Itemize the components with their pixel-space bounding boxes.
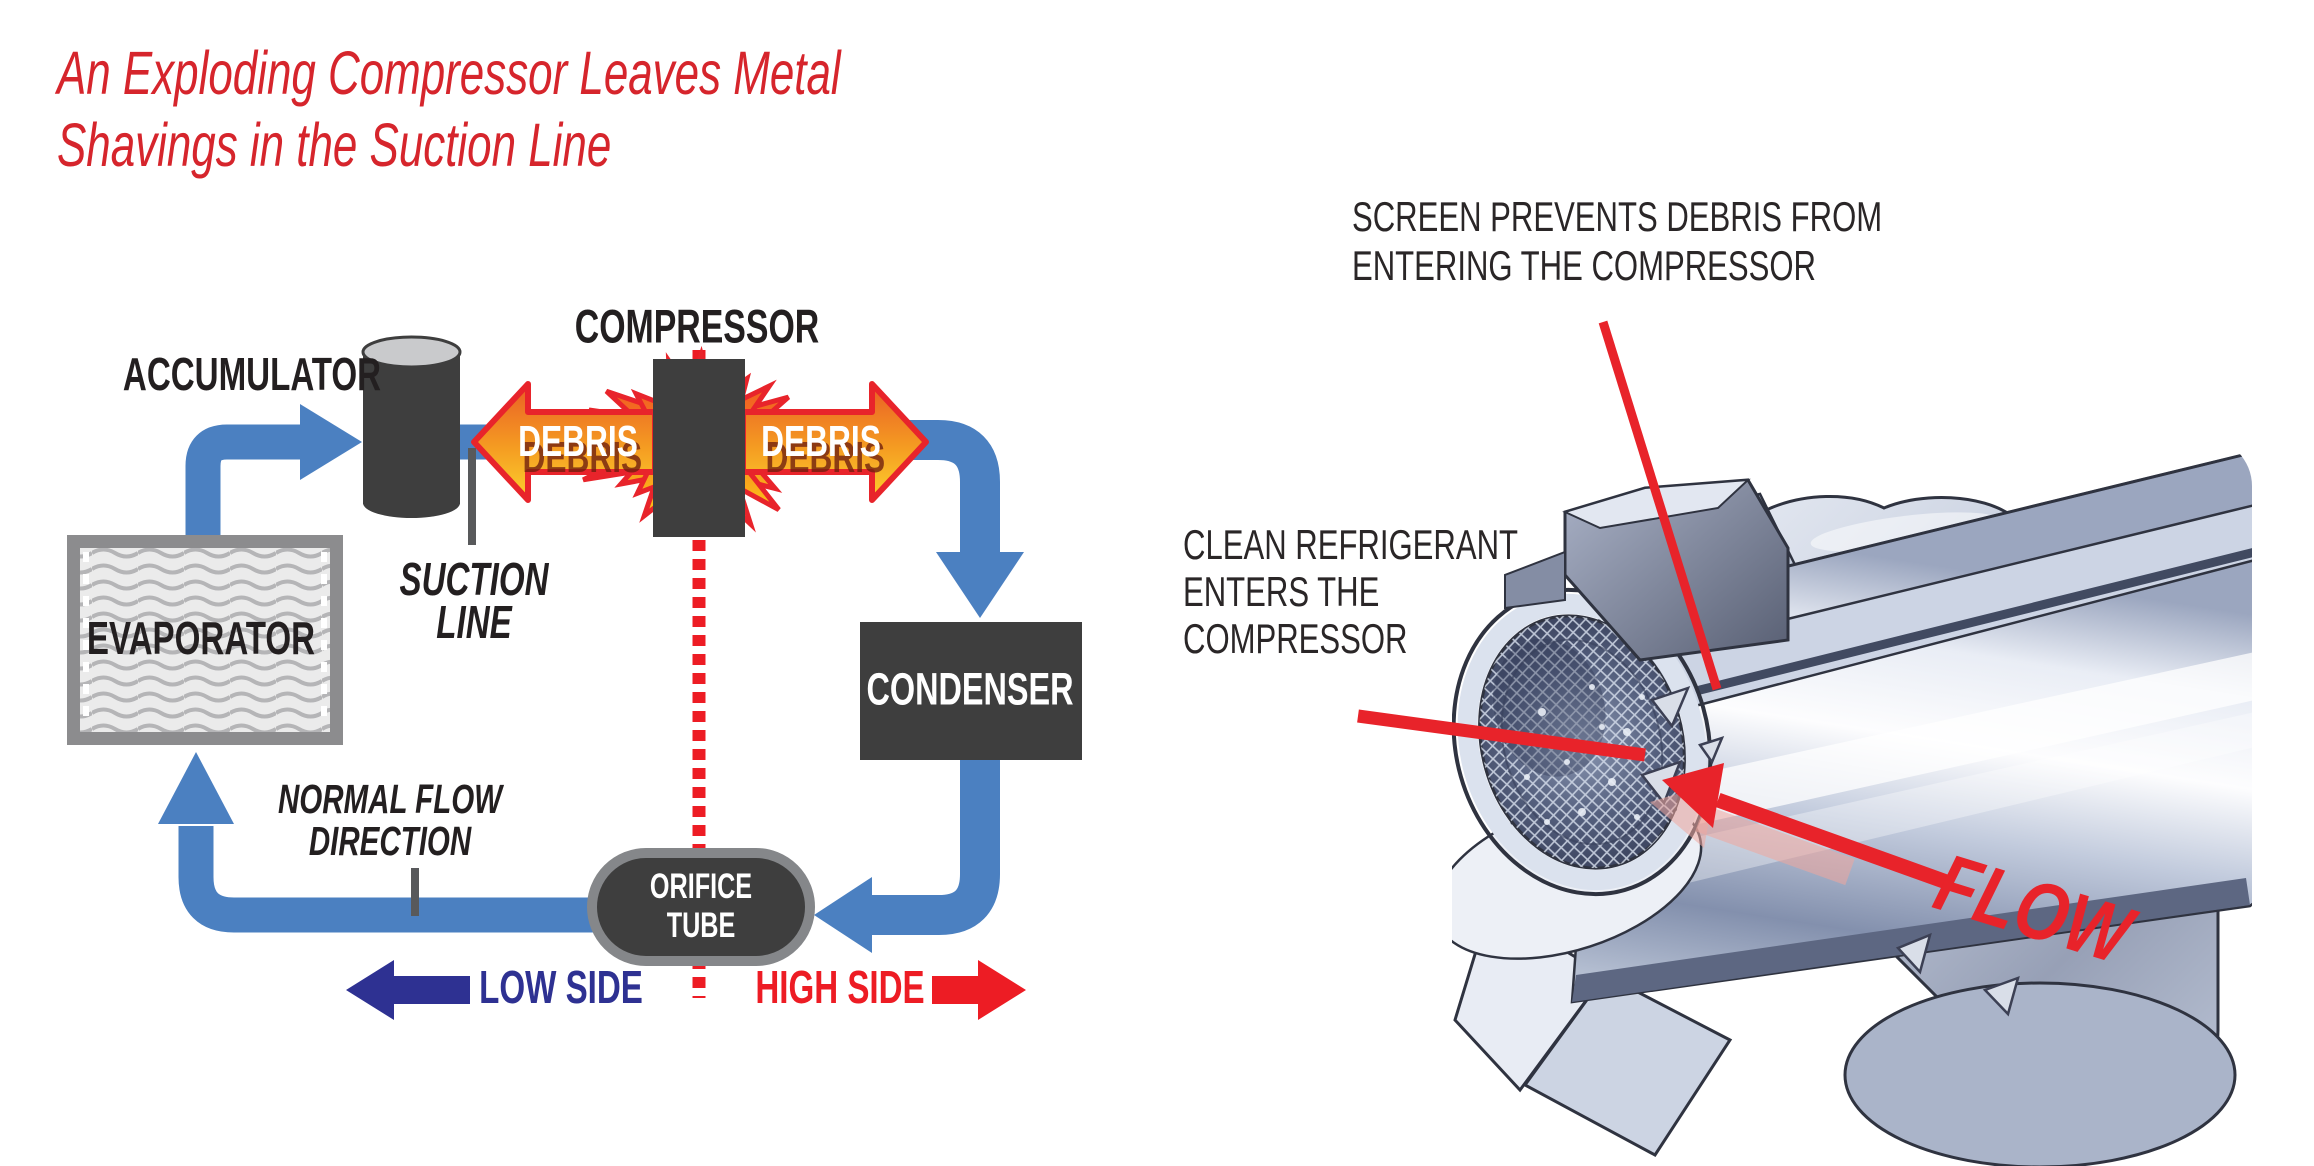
flow-arrow-icon — [1650, 763, 1955, 892]
arrow-into-condenser — [936, 552, 1024, 618]
screen-note-leader-line — [1598, 320, 1722, 691]
diagram-title: An Exploding Compressor Leaves Metal Sha… — [57, 39, 841, 179]
compressor-screen-illustration — [1452, 450, 2252, 1166]
pipe-arrowheads — [158, 404, 1024, 953]
screen-annotation: SCREEN PREVENTS DEBRIS FROM ENTERING THE… — [1352, 193, 1883, 290]
condenser-label: CONDENSER — [866, 663, 1074, 715]
evaporator-box — [67, 535, 343, 745]
normal-flow-direction-label: NORMAL FLOW DIRECTION — [277, 776, 503, 864]
orifice-tube-label: ORIFICE TUBE — [649, 866, 753, 945]
debris-right-label: DEBRIS — [761, 417, 881, 467]
low-side-arrow-icon — [346, 960, 470, 1020]
mesh-speckles — [1509, 684, 1645, 825]
clean-refrigerant-annotation: CLEAN REFRIGERANT ENTERS THE COMPRESSOR — [1183, 521, 1519, 663]
suction-line-label: SUCTION LINE — [399, 552, 549, 648]
pipe-condenser-to-orifice — [872, 750, 1000, 935]
compressor-box — [653, 359, 745, 537]
evaporator-label: EVAPORATOR — [86, 612, 316, 665]
accumulator-label: ACCUMULATOR — [122, 348, 382, 401]
arrow-into-evaporator — [158, 752, 234, 824]
pipe-evaporator-to-accumulator — [185, 424, 302, 537]
high-side-label: HIGH SIDE — [755, 961, 925, 1014]
pipe-compressor-to-condenser — [903, 420, 1000, 556]
accumulator-cylinder — [361, 335, 462, 518]
compressor-label: COMPRESSOR — [574, 299, 820, 353]
arrow-into-accumulator — [300, 404, 362, 480]
arrow-into-orifice — [814, 877, 872, 953]
condenser-box — [860, 622, 1082, 760]
metal-shaving-spikes — [1639, 685, 2020, 1017]
orifice-tube-pill — [587, 848, 815, 966]
low-side-label: LOW SIDE — [479, 961, 643, 1014]
pipe-orifice-to-evaporator — [178, 826, 596, 933]
clean-note-leader-line — [1357, 709, 1646, 762]
high-side-arrow-icon — [932, 960, 1026, 1020]
suction-tube-shape — [1570, 450, 2252, 1004]
mounting-disc-shape — [1843, 981, 2237, 1166]
debris-left-label: DEBRIS — [518, 417, 638, 467]
